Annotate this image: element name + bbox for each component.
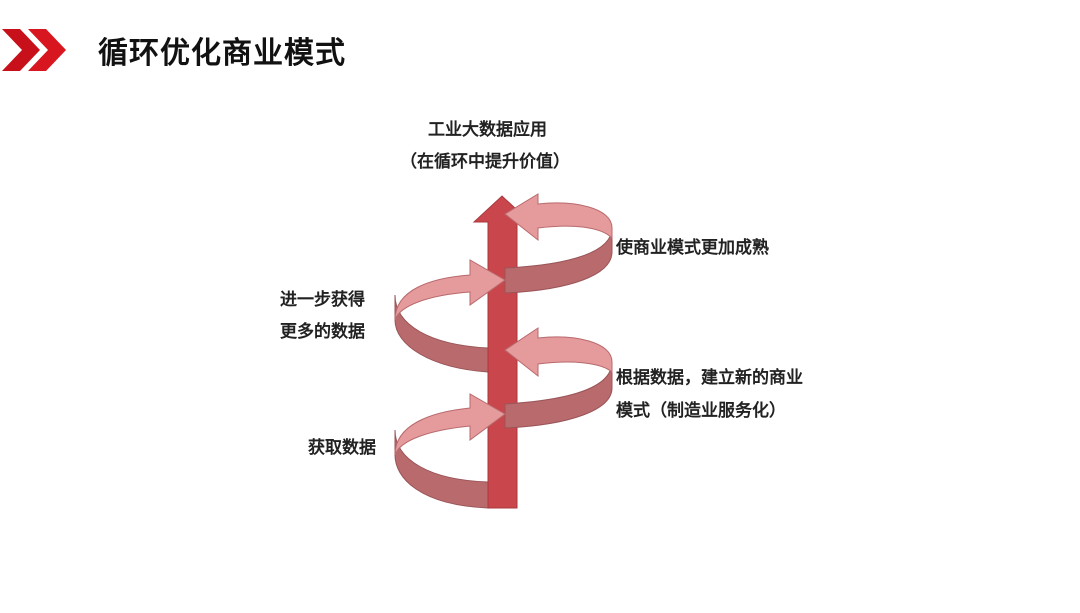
ribbon-right-lower-band <box>504 361 613 429</box>
ribbon-right-upper-front <box>504 193 613 242</box>
ribbon-left-upper-front <box>394 259 506 321</box>
ribbon-right-lower-front <box>504 327 613 378</box>
ribbon-right-upper-band <box>504 227 613 294</box>
label-right-lower-line2: 模式（制造业服务化） <box>616 401 786 421</box>
label-top-line2: （在循环中提升价值） <box>400 152 570 172</box>
ribbon-upper-back <box>394 294 489 373</box>
label-left-upper-line1: 进一步获得 <box>280 290 365 310</box>
label-top-line1: 工业大数据应用 <box>428 120 547 140</box>
double-chevron-right-icon <box>2 29 66 71</box>
label-left-lower: 获取数据 <box>308 438 376 458</box>
label-right-upper: 使商业模式更加成熟 <box>616 238 769 258</box>
label-left-upper-line2: 更多的数据 <box>280 322 365 342</box>
page-title: 循环优化商业模式 <box>98 36 346 71</box>
label-right-lower-line1: 根据数据，建立新的商业 <box>616 368 803 388</box>
ribbon-left-lower-front <box>394 393 506 456</box>
ribbon-lower-back <box>394 429 489 509</box>
